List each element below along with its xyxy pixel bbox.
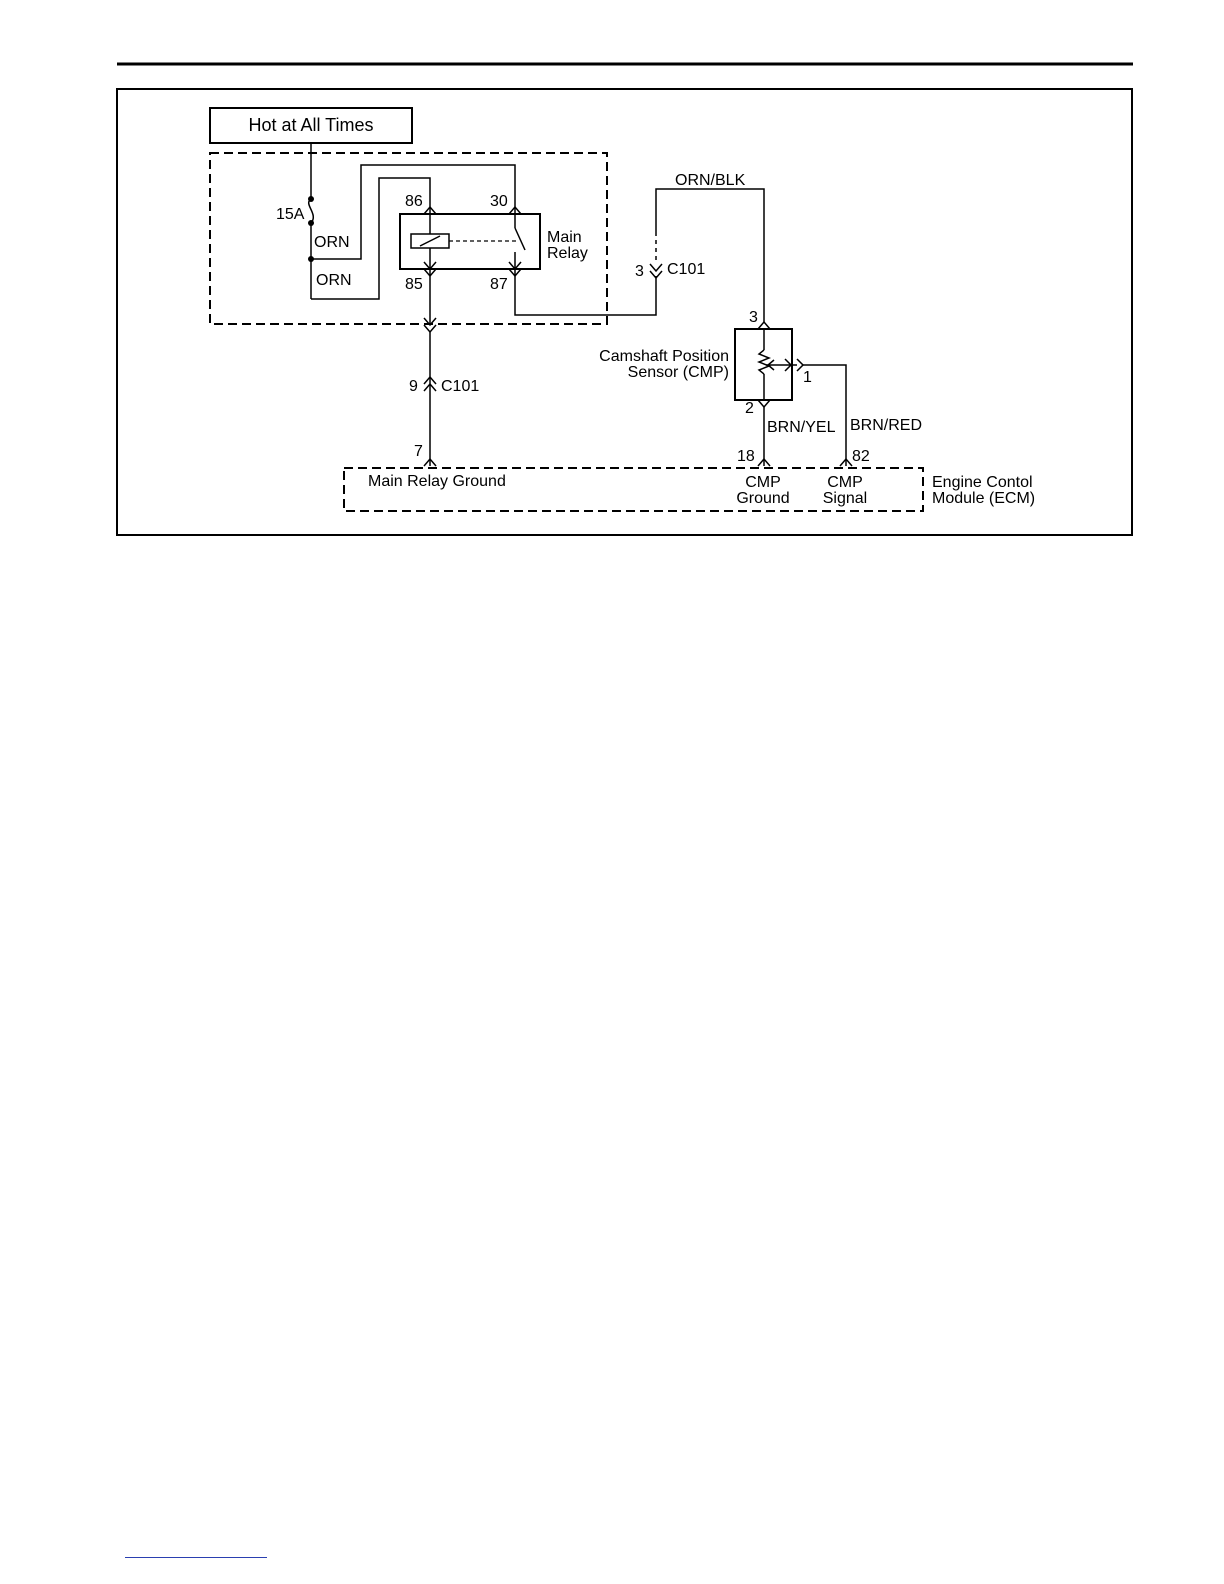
relay-pin-87: 87	[490, 276, 508, 293]
ecm-pin-82: 82	[852, 448, 870, 465]
ecm-cmp-ground-line1: CMP	[745, 474, 781, 491]
wire-label-brn-red: BRN/RED	[850, 417, 922, 434]
relay-name-line1: Main	[547, 229, 582, 246]
sensor-name-line2: Sensor (CMP)	[628, 364, 729, 381]
wire-label-orn-lower: ORN	[316, 272, 352, 289]
relay-pin-86: 86	[405, 193, 423, 210]
sensor-name-line1: Camshaft Position	[599, 348, 729, 365]
c101-upper-pin: 3	[635, 263, 644, 280]
wire-pin87-to-c101	[515, 276, 656, 315]
ecm-cmp-signal-line1: CMP	[827, 474, 863, 491]
ecm-pin-18: 18	[737, 448, 755, 465]
ecm-pin-7: 7	[414, 443, 423, 460]
relay-pin-85: 85	[405, 276, 423, 293]
wire-label-orn-blk: ORN/BLK	[675, 172, 746, 189]
power-source-label: Hot at All Times	[248, 115, 373, 135]
c101-upper-connector-icon	[650, 264, 662, 271]
c101-upper-name: C101	[667, 261, 705, 278]
relay-name-line2: Relay	[547, 245, 588, 262]
ecm-main-relay-ground: Main Relay Ground	[368, 473, 506, 490]
ecm-name-line1: Engine Contol	[932, 474, 1033, 491]
relay-coil-diagonal	[420, 236, 440, 246]
relay-pin-30: 30	[490, 193, 508, 210]
c101-lower-name: C101	[441, 378, 479, 395]
ecm-cmp-ground-line2: Ground	[736, 490, 789, 507]
sensor-terminal-2-icon	[758, 400, 770, 407]
wire-label-orn-upper: ORN	[314, 234, 350, 251]
sensor-terminal-3-icon	[758, 322, 770, 329]
ecm-cmp-signal-line2: Signal	[823, 490, 867, 507]
fuse-rating: 15A	[276, 206, 305, 223]
sensor-pin-2: 2	[745, 400, 754, 417]
wire-orn-blk	[656, 189, 764, 322]
sensor-pin-3: 3	[749, 309, 758, 326]
fuse-icon	[309, 199, 314, 223]
footer-link-underline	[125, 1557, 267, 1558]
sensor-resistor-icon	[759, 350, 769, 374]
wire-label-brn-yel: BRN/YEL	[767, 419, 836, 436]
relay-switch-contact-icon	[515, 228, 525, 250]
ecm-name-line2: Module (ECM)	[932, 490, 1035, 507]
c101-lower-pin: 9	[409, 378, 418, 395]
sensor-pin-1: 1	[803, 369, 812, 386]
